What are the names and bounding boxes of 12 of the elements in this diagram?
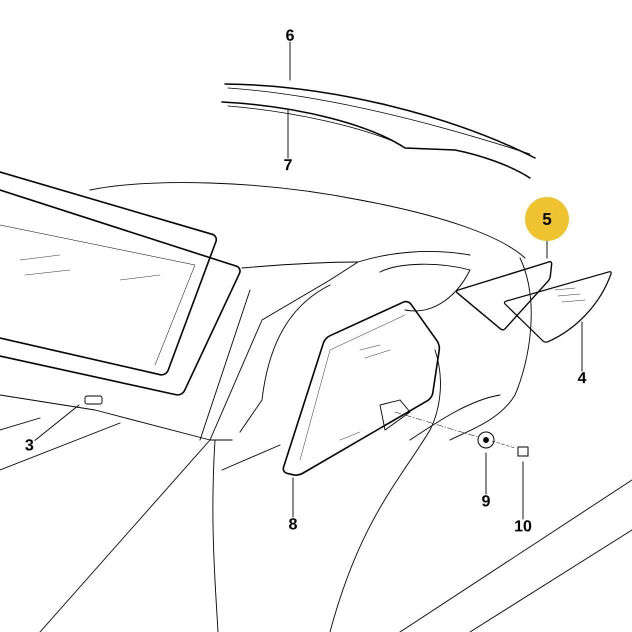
callout-number: 8 (289, 518, 297, 530)
callout-number: 10 (515, 520, 532, 532)
callout-number: 9 (482, 495, 490, 506)
leader-line (34, 404, 80, 441)
callout-number: 4 (578, 372, 586, 384)
leader-line (522, 462, 524, 520)
leader-line (546, 240, 548, 258)
callout-number: 5 (525, 197, 569, 241)
callout-number: 6 (286, 30, 294, 41)
callout-number: 3 (25, 439, 34, 450)
callout-number: 7 (284, 159, 292, 170)
leader-line (292, 478, 294, 518)
